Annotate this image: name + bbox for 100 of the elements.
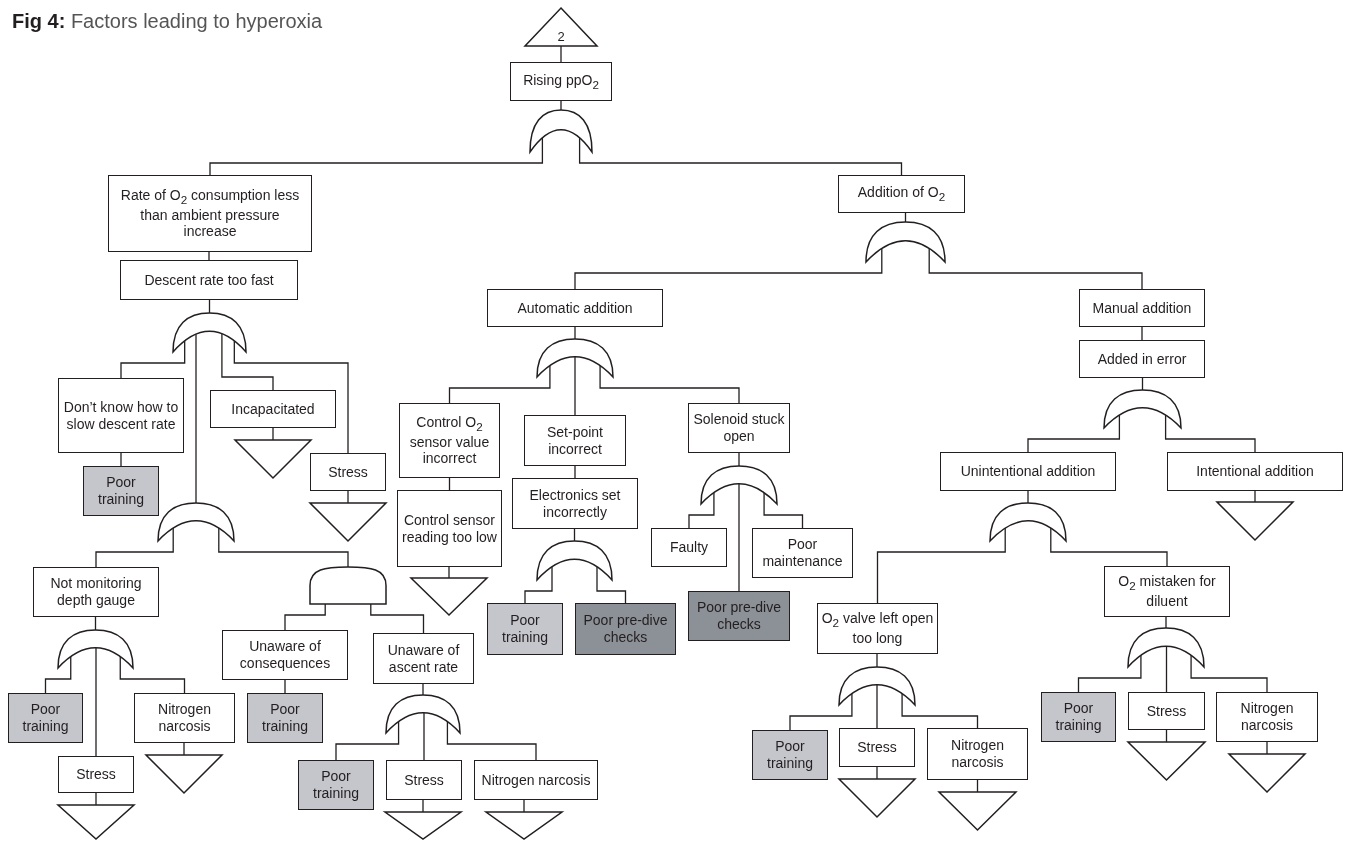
- connector-line: [578, 137, 903, 176]
- connector-line: [789, 693, 853, 731]
- event-box: O$_{2}$ mistaken for diluent: [1104, 566, 1230, 617]
- connector-line: [928, 247, 1143, 290]
- event-box: Nitrogen narcosis: [474, 760, 598, 800]
- connector-line: [119, 656, 186, 694]
- connector-line: [1027, 490, 1029, 504]
- event-box: Stress: [310, 453, 386, 491]
- connector-line: [448, 365, 551, 404]
- connector-line: [1141, 326, 1143, 341]
- basic-event-box: Poor training: [83, 466, 159, 516]
- connector-line: [1164, 414, 1256, 453]
- connector-line: [738, 452, 740, 467]
- connector-line: [574, 326, 576, 340]
- connector-line: [423, 712, 425, 761]
- event-box: Faulty: [651, 528, 727, 567]
- connector-line: [1190, 654, 1268, 693]
- connector-line: [221, 333, 274, 391]
- connector-line: [876, 653, 878, 668]
- connector-line: [284, 603, 326, 631]
- connector-line: [120, 452, 122, 467]
- event-box: Electronics set incorrectly: [512, 478, 638, 529]
- connector-line: [446, 721, 537, 761]
- connector-line: [422, 799, 424, 813]
- connector-line: [876, 684, 878, 729]
- event-box: Incapacitated: [210, 390, 336, 428]
- event-box: Not monitoring depth gauge: [33, 567, 159, 617]
- connector-line: [574, 247, 883, 290]
- event-box: Descent rate too fast: [120, 260, 298, 300]
- connector-line: [218, 527, 349, 568]
- connector-line: [347, 490, 349, 504]
- event-box: Nitrogen narcosis: [927, 728, 1028, 780]
- event-box: Rate of O$_{2}$ consumption less than ambient pressure increase: [108, 175, 312, 252]
- connector-line: [574, 465, 576, 479]
- connector-line: [763, 492, 804, 529]
- connector-line: [1027, 414, 1121, 453]
- connector-line: [422, 683, 424, 696]
- connector-line: [596, 566, 627, 604]
- figure-title: Fig 4: Factors leading to hyperoxia: [12, 10, 323, 33]
- connector-line: [95, 647, 97, 757]
- basic-event-box: Poor pre-dive checks: [688, 591, 790, 641]
- connector-line: [1050, 527, 1168, 567]
- event-box: Rising ppO$_{2}$: [510, 62, 612, 101]
- connector-line: [272, 427, 274, 441]
- connector-line: [574, 356, 576, 416]
- connector-line: [335, 721, 400, 761]
- event-box: Automatic addition: [487, 289, 663, 327]
- connector-line: [1077, 654, 1142, 693]
- connector-line: [44, 656, 72, 694]
- connector-line: [876, 527, 1006, 604]
- connector-line: [560, 45, 562, 63]
- event-box: Control O$_{2}$ sensor value incorrect: [399, 403, 500, 478]
- event-box: Don’t know how to slow descent rate: [58, 378, 184, 453]
- basic-event-box: Poor training: [752, 730, 828, 780]
- connector-line: [599, 365, 740, 404]
- connector-line: [876, 766, 878, 780]
- connector-line: [233, 340, 349, 454]
- connector-line: [120, 340, 186, 379]
- connector-line: [1254, 490, 1256, 503]
- basic-event-box: Poor training: [8, 693, 83, 743]
- event-box: Nitrogen narcosis: [1216, 692, 1318, 742]
- connector-line: [524, 566, 553, 604]
- basic-event-box: Poor training: [487, 603, 563, 655]
- connector-line: [560, 100, 562, 111]
- transfer-number: 2: [556, 30, 566, 43]
- basic-event-box: Poor training: [247, 693, 323, 743]
- event-box: Stress: [58, 756, 134, 793]
- connector-line: [1266, 741, 1268, 755]
- connector-line: [738, 483, 740, 592]
- event-box: Poor maintenance: [752, 528, 853, 578]
- connector-line: [1165, 645, 1168, 693]
- connector-line: [901, 693, 979, 729]
- connector-line: [183, 742, 185, 756]
- connector-line: [95, 792, 97, 806]
- event-box: Stress: [1128, 692, 1205, 730]
- event-box: Stress: [839, 728, 915, 767]
- event-box: Control sensor reading too low: [397, 490, 502, 567]
- basic-event-box: Poor training: [1041, 692, 1116, 742]
- event-box: Set-point incorrect: [524, 415, 626, 466]
- connector-line: [209, 137, 544, 176]
- event-box: Unintentional addition: [940, 452, 1116, 491]
- event-box: Manual addition: [1079, 289, 1205, 327]
- connector-line: [95, 527, 174, 568]
- basic-event-box: Poor training: [298, 760, 374, 810]
- connector-line: [688, 492, 715, 529]
- event-box: Added in error: [1079, 340, 1205, 378]
- connector-line: [208, 251, 210, 261]
- event-box: Intentional addition: [1167, 452, 1343, 491]
- event-box: Unaware of consequences: [222, 630, 348, 680]
- event-box: Solenoid stuck open: [688, 403, 790, 453]
- event-box: Unaware of ascent rate: [373, 633, 474, 684]
- connector-line: [284, 679, 286, 694]
- event-box: Addition of O$_{2}$: [838, 175, 965, 213]
- event-box: Stress: [386, 760, 462, 800]
- event-box: O$_{2}$ valve left open too long: [817, 603, 938, 654]
- event-box: Nitrogen narcosis: [134, 693, 235, 743]
- connector-line: [1165, 616, 1167, 629]
- connector-line: [370, 603, 425, 634]
- connector-line: [448, 566, 450, 579]
- connector-line: [523, 799, 525, 813]
